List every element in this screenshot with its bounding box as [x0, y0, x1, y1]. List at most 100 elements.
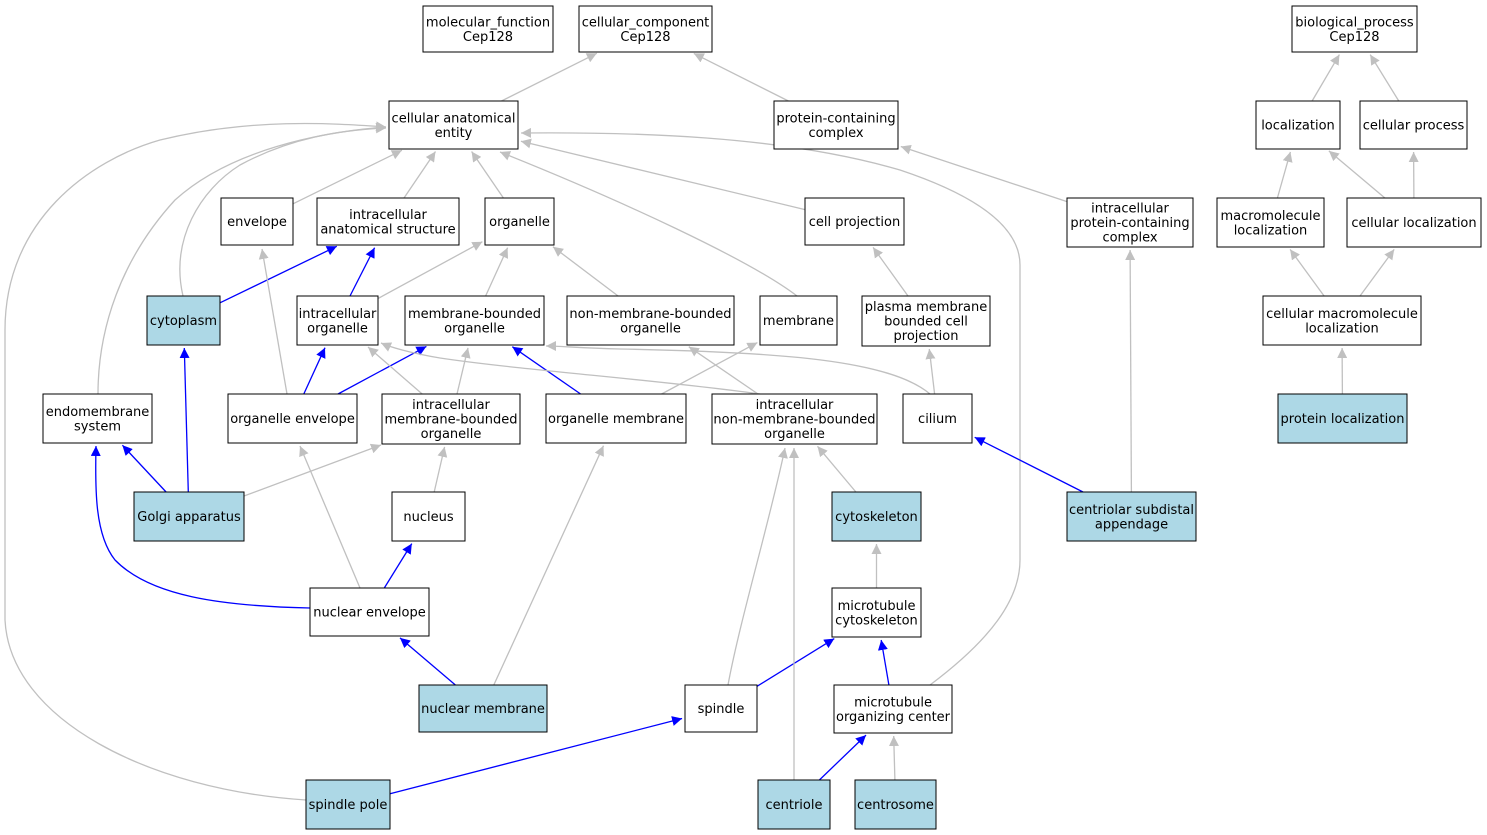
node-box [804, 197, 905, 246]
node-envelope[interactable]: envelope [220, 197, 294, 246]
edge-nuclear-envelope-to-organelle-envelope [299, 445, 361, 589]
node-box [296, 295, 379, 346]
edge-nuclear-membrane-to-organelle-membrane [493, 445, 605, 686]
node-intracellular-non-membrane-bounded-organelle[interactable]: intracellularnon-membrane-boundedorganel… [711, 393, 878, 445]
node-cytoskeleton[interactable]: cytoskeleton [831, 491, 922, 542]
node-box [1359, 100, 1468, 150]
edge-non-membrane-bounded-organelle-to-organelle [552, 246, 619, 297]
edge-centriolar-subdistal-appendage-to-cilium [974, 436, 1084, 493]
node-spindle[interactable]: spindle [684, 684, 758, 733]
node-box [684, 684, 758, 733]
edge-nuclear-envelope-to-nucleus [383, 543, 413, 589]
node-label-line: intracellular [299, 307, 377, 322]
node-spindle-pole[interactable]: spindle pole [305, 779, 391, 830]
node-box [773, 100, 899, 150]
node-organelle-membrane[interactable]: organelle membrane [545, 393, 687, 444]
edge [552, 246, 619, 297]
node-label-line: microtubule [854, 695, 932, 710]
edge [90, 445, 311, 609]
edge-spindle-pole-to-spindle [389, 716, 683, 795]
node-label-line: organelle [764, 427, 825, 442]
edge-membrane-bounded-organelle-to-organelle [485, 247, 509, 297]
node-label-line: intracellular [349, 208, 427, 223]
edge-golgi-apparatus-to-intracellular-membrane-bounded-organelle [243, 443, 382, 497]
node-nuclear-envelope[interactable]: nuclear envelope [309, 587, 430, 637]
edge-cytoskeleton-to-intracellular-non-membrane-bounded-organelle [817, 445, 857, 493]
node-centrosome[interactable]: centrosome [854, 779, 937, 830]
edge [367, 346, 423, 395]
edge [499, 151, 798, 297]
node-cilium[interactable]: cilium [902, 393, 973, 444]
edge-intracellular-protein-containing-complex-to-protein-containing-complex [900, 144, 1068, 203]
node-organelle[interactable]: organelle [484, 197, 555, 246]
edge [349, 247, 376, 297]
node-label-line: complex [1102, 231, 1157, 246]
node-cell-projection[interactable]: cell projection [804, 197, 905, 246]
node-label-line: cytoskeleton [835, 510, 918, 525]
node-localization[interactable]: localization [1255, 100, 1341, 150]
edge [258, 248, 288, 395]
edge [383, 543, 413, 589]
node-box [220, 197, 294, 246]
edge [97, 122, 387, 395]
node-box [133, 491, 245, 542]
node-label-line: membrane [763, 314, 834, 329]
node-box [381, 393, 521, 445]
edge [433, 446, 448, 493]
edge [380, 342, 761, 395]
edge-intracellular-organelle-to-organelle [377, 241, 483, 300]
edge-macromolecule-localization-to-localization [1276, 151, 1293, 199]
edge [688, 346, 759, 395]
node-protein-localization[interactable]: protein localization [1277, 393, 1408, 444]
node-box [422, 5, 554, 53]
node-label-line: endomembrane [46, 405, 150, 420]
node-label-line: centrosome [857, 798, 934, 813]
node-label-line: cellular macromolecule [1266, 307, 1418, 322]
edge-endomembrane-system-to-cellular-anatomical-entity [97, 122, 387, 395]
node-label-line: envelope [227, 215, 287, 230]
node-label-line: appendage [1095, 517, 1168, 532]
edge-localization-to-biological-process [1311, 54, 1340, 102]
edge [1328, 150, 1386, 199]
node-centriole[interactable]: centriole [757, 779, 831, 830]
edge [219, 245, 338, 304]
edge-cellular-macromolecule-localization-to-cellular-localization [1359, 249, 1395, 297]
node-nuclear-membrane[interactable]: nuclear membrane [418, 684, 548, 733]
node-organelle-envelope[interactable]: organelle envelope [227, 393, 358, 444]
edge-spindle-pole-to-cellular-anatomical-entity [4, 121, 387, 801]
edge [389, 716, 683, 795]
node-box [227, 393, 358, 444]
edge [1289, 249, 1325, 297]
edge-microtubule-organizing-center-to-microtubule-cytoskeleton [877, 639, 890, 686]
edge-cellular-macromolecule-localization-to-macromolecule-localization [1289, 249, 1325, 297]
node-label-line: organelle [421, 427, 482, 442]
edge-cytoplasm-to-intracellular-anatomical-structure [219, 245, 338, 304]
edge-cellular-process-to-biological-process [1369, 54, 1400, 102]
node-golgi-apparatus[interactable]: Golgi apparatus [133, 491, 245, 542]
edge-centrosome-to-microtubule-organizing-center [888, 735, 899, 781]
node-cellular-process[interactable]: cellular process [1359, 100, 1468, 150]
node-cellular-localization[interactable]: cellular localization [1346, 197, 1482, 248]
node-cytoplasm[interactable]: cytoplasm [146, 295, 221, 346]
node-nucleus[interactable]: nucleus [391, 491, 466, 542]
node-membrane[interactable]: membrane [759, 295, 838, 346]
node-label-line: complex [808, 126, 863, 141]
